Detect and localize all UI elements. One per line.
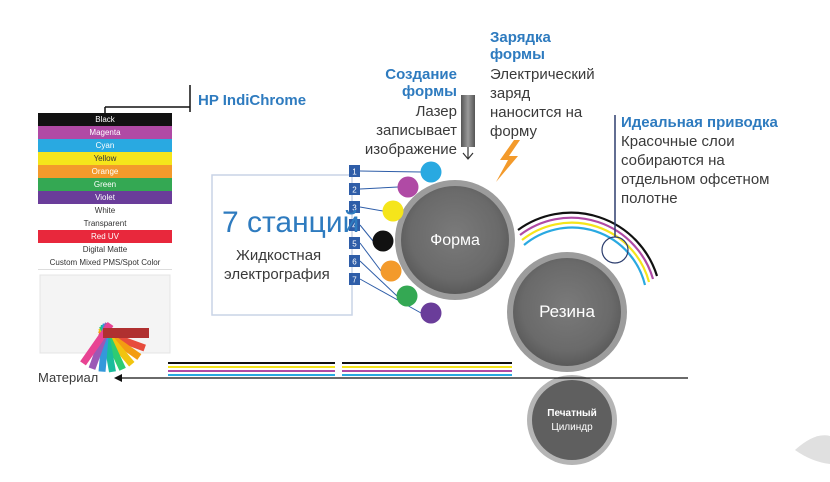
- color-swatch-green: Green: [38, 178, 172, 191]
- ink-roller: [420, 302, 442, 324]
- ink-roller: [380, 260, 402, 282]
- pechat-cylinder: [532, 380, 612, 460]
- privodka-text-1: Красочные слои: [621, 133, 735, 150]
- station-number-box: [349, 201, 360, 213]
- station-number: 5: [352, 240, 357, 249]
- rezina-cylinder: [513, 258, 621, 366]
- rezina-cylinder-label: Резина: [539, 302, 595, 321]
- forma-text-1: Лазер: [415, 103, 457, 120]
- zaryadka-text-1: Электрический: [490, 66, 595, 83]
- stations-count: 7 станций: [222, 206, 360, 239]
- privodka-text-3: отдельном офсетном: [621, 171, 770, 188]
- station-number-box: [349, 165, 360, 177]
- forma-cylinder-label: Форма: [430, 232, 480, 249]
- zaryadka-text-2: заряд: [490, 85, 531, 102]
- privodka-title: Идеальная приводка: [621, 114, 778, 131]
- pechat-cylinder-label-1: Печатный: [547, 408, 597, 419]
- stations-line-1: Жидкостная: [236, 247, 322, 264]
- station-number-box: [349, 273, 360, 285]
- material-label: Материал: [38, 370, 99, 385]
- ink-roller: [420, 161, 442, 183]
- zaryadka-text-3: наносится на: [490, 104, 583, 121]
- ink-roller: [397, 176, 419, 198]
- stations-line-2: электрография: [224, 266, 330, 283]
- forma-title-2: формы: [402, 83, 457, 100]
- station-connector: [359, 206, 384, 212]
- forma-text-2: записывает: [376, 122, 457, 139]
- ink-roller: [372, 230, 394, 252]
- color-swatch-red-uv: Red UV: [38, 230, 172, 243]
- laser-arrow: [462, 147, 474, 160]
- color-swatch-custom-mixed-pms-spot-color: Custom Mixed PMS/Spot Color: [38, 256, 172, 270]
- ink-roller: [382, 200, 404, 222]
- station-connector: [359, 170, 422, 173]
- privodka-text-4: полотне: [621, 190, 678, 207]
- lightning-icon: [496, 140, 520, 182]
- color-swatch-white: White: [38, 204, 172, 218]
- station-number-box: [349, 219, 360, 231]
- forma-cylinder: [401, 186, 509, 294]
- pechat-cylinder-label-2: Цилиндр: [551, 422, 593, 433]
- privodka-text-2: собираются на: [621, 152, 725, 169]
- color-swatch-violet: Violet: [38, 191, 172, 204]
- station-numbers: 1 2 3 4 5 6 7: [349, 165, 422, 314]
- zaryadka-title-2: формы: [490, 46, 545, 63]
- color-swatch-black: Black: [38, 113, 172, 126]
- station-connector: [359, 224, 374, 242]
- ink-roller: [396, 285, 418, 307]
- forma-title-1: Создание: [385, 66, 457, 83]
- station-number-box: [349, 183, 360, 195]
- laser-rod: [461, 95, 475, 147]
- station-number: 6: [352, 258, 357, 267]
- color-swatch-magenta: Magenta: [38, 126, 172, 139]
- forma-text-3: изображение: [364, 141, 457, 158]
- station-connector: [359, 260, 398, 297]
- station-number: 3: [352, 204, 357, 213]
- stations-panel: [211, 174, 353, 316]
- station-number-box: [349, 237, 360, 249]
- color-swatch-cyan: Cyan: [38, 139, 172, 152]
- color-swatch-yellow: Yellow: [38, 152, 172, 165]
- station-number: 1: [352, 168, 357, 177]
- station-connector: [359, 186, 399, 190]
- zaryadka-text-4: форму: [490, 123, 538, 140]
- corner-swoosh: [795, 435, 830, 464]
- station-number-box: [349, 255, 360, 267]
- ink-layer-arcs: [517, 211, 659, 286]
- indichrome-title: HP IndiChrome: [198, 92, 307, 109]
- station-connector: [359, 242, 382, 272]
- color-swatch-transparent: Transparent: [38, 217, 172, 231]
- color-swatch-digital-matte: Digital Matte: [38, 243, 172, 257]
- material-web: [114, 362, 688, 382]
- station-connector: [359, 278, 422, 314]
- color-fan-deck-image: [39, 274, 171, 373]
- station-number: 4: [352, 222, 357, 231]
- station-number: 7: [352, 276, 357, 285]
- station-number: 2: [352, 186, 357, 195]
- zaryadka-title-1: Зарядка: [490, 29, 551, 46]
- color-swatch-orange: Orange: [38, 165, 172, 178]
- ink-rollers: [372, 161, 442, 324]
